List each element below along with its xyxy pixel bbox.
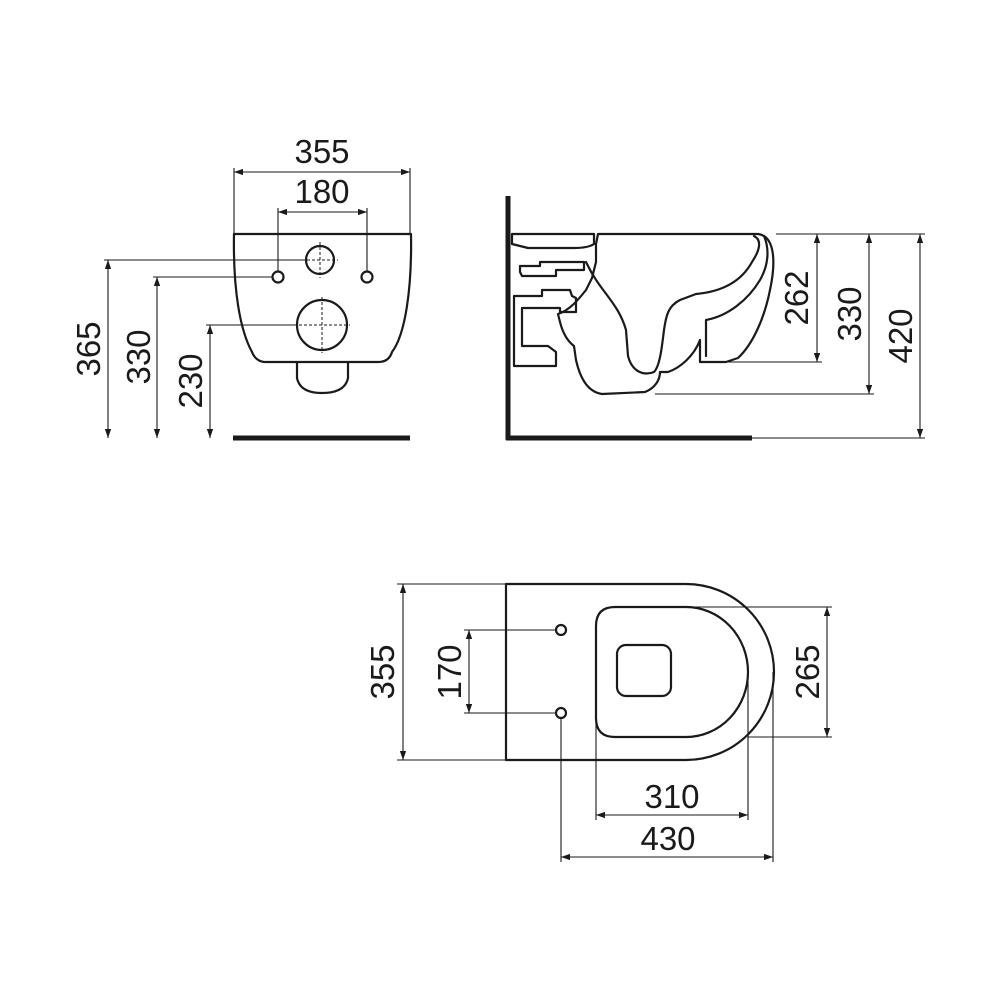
side-dim-height-rim: 330	[831, 286, 868, 341]
top-view: 355 170 265 310 430	[364, 582, 832, 862]
side-rim-inner	[704, 234, 769, 358]
top-bowl-outline	[504, 582, 776, 762]
side-trap-channel	[584, 234, 761, 375]
side-view: 262 330 420	[505, 196, 925, 441]
side-inlet-pipe	[518, 260, 586, 278]
top-water-opening	[615, 643, 673, 698]
top-dim-bowl-length: 310	[644, 778, 699, 815]
top-dim-overall-length: 430	[640, 820, 695, 857]
front-dim-width-holes: 180	[294, 173, 349, 210]
top-mount-hole-bottom	[554, 706, 568, 720]
front-dim-width-overall: 355	[294, 133, 349, 170]
front-dim-height-top: 365	[70, 321, 107, 376]
front-dim-height-holes: 330	[120, 329, 157, 384]
front-outlet-bump	[295, 360, 350, 395]
side-bowl-outline	[556, 232, 775, 396]
side-dim-height-overall: 420	[882, 308, 919, 363]
front-view: 355 180 365 330 230	[70, 133, 413, 441]
top-dim-seat-width: 265	[789, 644, 826, 699]
side-wall-flange	[510, 232, 596, 250]
front-bowl-outline	[232, 232, 413, 364]
top-dim-width: 355	[364, 644, 401, 699]
top-seat-opening	[594, 605, 750, 739]
top-dim-holes-spacing: 170	[431, 644, 468, 699]
side-outlet-spigot	[512, 288, 578, 368]
front-mount-hole-right	[360, 270, 374, 284]
front-mount-hole-left	[271, 270, 285, 284]
front-dim-height-outlet: 230	[172, 353, 209, 408]
top-mount-hole-top	[554, 623, 568, 637]
side-dim-height-inner: 262	[778, 270, 815, 325]
